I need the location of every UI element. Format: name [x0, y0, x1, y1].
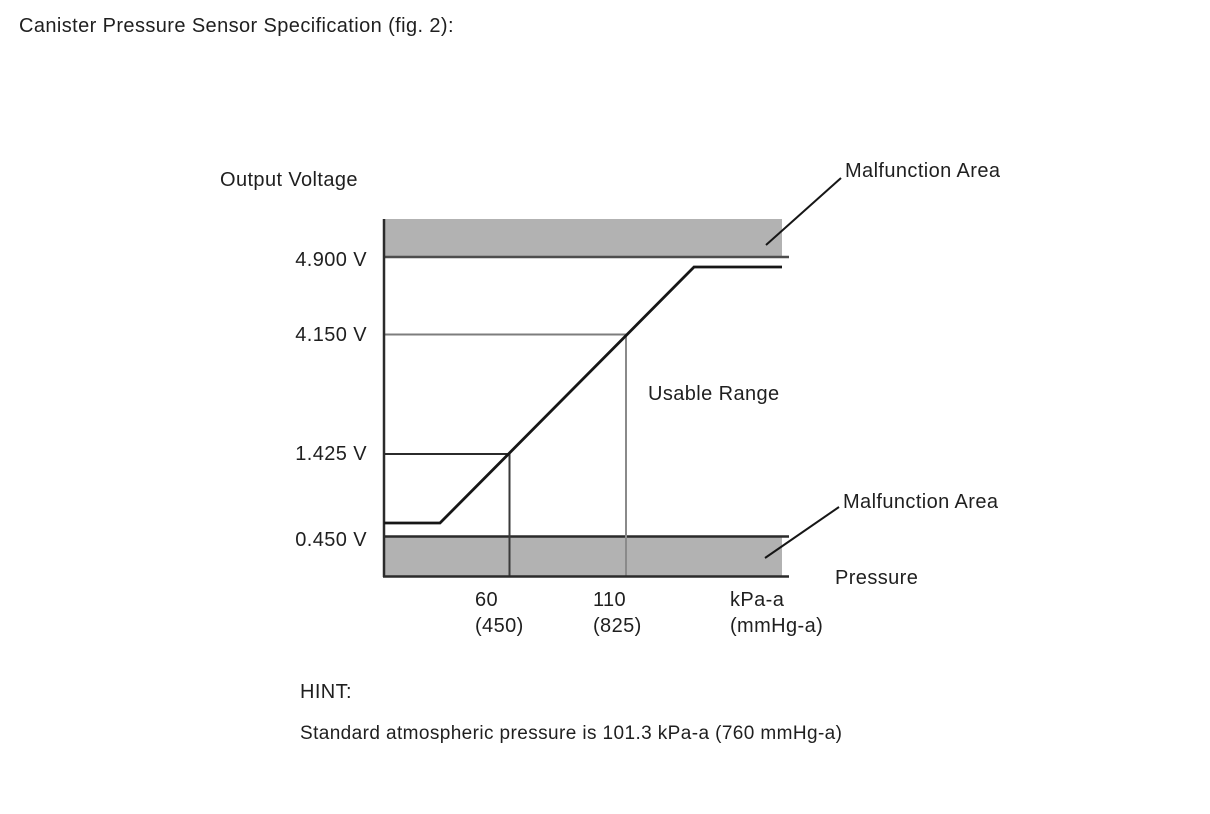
y-tick-1425: 1.425 V — [295, 443, 367, 465]
y-tick-4900: 4.900 V — [295, 249, 367, 271]
x-tick-110-mmhg: (825) — [593, 615, 642, 637]
y-tick-4150: 4.150 V — [295, 324, 367, 346]
sensor-output-curve — [384, 265, 782, 525]
y-axis-title: Output Voltage — [220, 169, 358, 191]
x-tick-110-kpa: 110 — [593, 589, 627, 611]
x-tick-60-kpa: 60 — [475, 589, 499, 611]
malfunction-area-top-label: Malfunction Area — [845, 160, 1001, 182]
malfunction-band-top — [384, 219, 782, 257]
x-axis-unit-kpa: kPa-a — [730, 589, 785, 611]
leader-line-malfunction-top — [765, 177, 842, 246]
figure-title: Canister Pressure Sensor Specification (… — [19, 15, 454, 37]
x-tick-60: 60 (450) — [475, 587, 524, 639]
x-tick-110: 110 (825) — [593, 587, 642, 639]
y-tick-0450: 0.450 V — [295, 529, 367, 551]
malfunction-area-bottom-label: Malfunction Area — [843, 491, 999, 513]
x-axis-units: kPa-a (mmHg-a) — [730, 587, 823, 639]
malfunction-band-bottom — [384, 537, 782, 576]
x-axis-unit-mmhg: (mmHg-a) — [730, 615, 824, 637]
usable-range-label: Usable Range — [648, 383, 780, 405]
x-axis-title: Pressure — [835, 567, 919, 589]
x-tick-60-mmhg: (450) — [475, 615, 524, 637]
hint-heading: HINT: — [300, 681, 352, 703]
hint-text: Standard atmospheric pressure is 101.3 k… — [300, 723, 843, 744]
leader-line-malfunction-bottom — [764, 506, 840, 559]
